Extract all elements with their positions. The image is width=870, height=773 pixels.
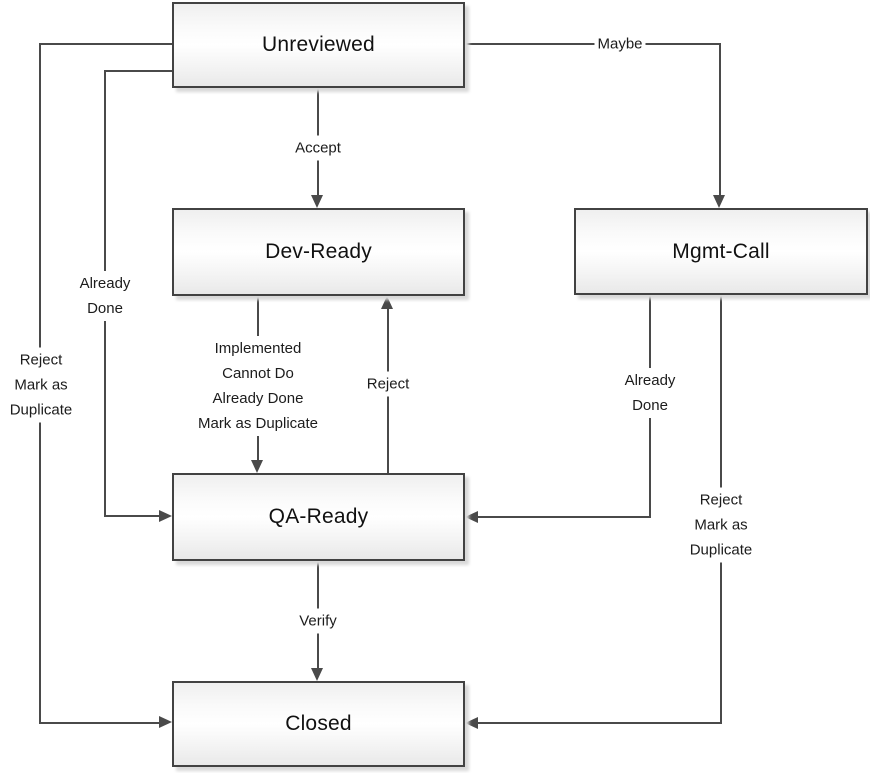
node-unreviewed-label: Unreviewed bbox=[262, 33, 375, 56]
node-dev-ready: Dev-Ready bbox=[172, 208, 465, 296]
edge-reject-duplicate-left-line-h1 bbox=[40, 43, 172, 45]
edge-already-done-right-label: Already Done bbox=[621, 368, 679, 418]
node-dev-ready-label: Dev-Ready bbox=[265, 240, 372, 263]
edge-already-done-left-arrowhead-icon bbox=[159, 510, 172, 522]
node-qa-ready-label: QA-Ready bbox=[268, 505, 369, 528]
node-mgmt-call: Mgmt-Call bbox=[574, 208, 868, 295]
edge-reject-duplicate-right-label: Reject Mark as Duplicate bbox=[686, 487, 756, 563]
edge-reject-up-arrowhead-icon bbox=[381, 296, 393, 309]
node-qa-ready: QA-Ready bbox=[172, 473, 465, 561]
edge-already-done-left-line-h1 bbox=[105, 70, 172, 72]
node-unreviewed: Unreviewed bbox=[172, 2, 465, 88]
edge-verify-arrowhead-icon bbox=[311, 668, 323, 681]
edge-maybe-label: Maybe bbox=[594, 31, 646, 57]
edge-reject-duplicate-left-arrowhead-icon bbox=[159, 716, 172, 728]
edge-already-done-right-arrowhead-icon bbox=[465, 511, 478, 523]
edge-reject-duplicate-left-line-h2 bbox=[40, 722, 160, 724]
edge-reject-duplicate-right-arrowhead-icon bbox=[465, 717, 478, 729]
node-mgmt-call-label: Mgmt-Call bbox=[672, 239, 770, 263]
edge-already-done-right-line-h bbox=[478, 516, 651, 518]
node-closed-label: Closed bbox=[285, 712, 352, 735]
edge-reject-duplicate-left-label: Reject Mark as Duplicate bbox=[6, 347, 76, 423]
edge-maybe-line-h bbox=[465, 43, 721, 45]
edge-accept-label: Accept bbox=[292, 135, 344, 161]
edge-reject-up-label: Reject bbox=[363, 371, 413, 397]
edge-maybe-line-v bbox=[719, 43, 721, 196]
edge-dev-to-qa-label: Implemented Cannot Do Already Done Mark … bbox=[194, 336, 322, 436]
node-closed: Closed bbox=[172, 681, 465, 767]
edge-already-done-left-line-h2 bbox=[105, 515, 161, 517]
edge-reject-duplicate-right-line-h bbox=[478, 722, 722, 724]
edge-verify-label: Verify bbox=[296, 608, 340, 634]
edge-already-done-left-label: Already Done bbox=[76, 271, 134, 321]
edge-accept-arrowhead-icon bbox=[311, 195, 323, 208]
edge-dev-to-qa-arrowhead-icon bbox=[251, 460, 263, 473]
edge-maybe-arrowhead-icon bbox=[713, 195, 725, 208]
